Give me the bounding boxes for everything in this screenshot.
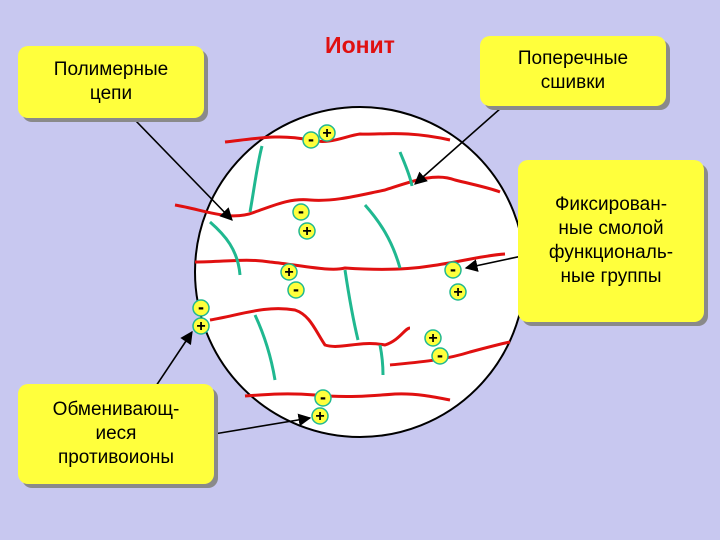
cation-marker: + bbox=[311, 407, 329, 425]
minus-sign: - bbox=[320, 387, 326, 407]
label-polymer-chains: Полимерные цепи bbox=[18, 46, 204, 118]
anion-marker: - bbox=[292, 201, 310, 221]
label-counterions: Обменивающ- иеся противоионы bbox=[18, 384, 214, 484]
cation-marker: + bbox=[280, 263, 298, 281]
crosslinks bbox=[209, 145, 414, 381]
polymer-chain bbox=[209, 307, 411, 348]
arrow-counterion-1 bbox=[151, 330, 193, 393]
anion-marker: - bbox=[444, 259, 462, 279]
cation-marker: + bbox=[192, 317, 210, 335]
crosslink bbox=[209, 220, 242, 276]
anion-marker: - bbox=[287, 279, 305, 299]
plus-sign: + bbox=[428, 330, 437, 347]
cation-marker: + bbox=[424, 329, 442, 347]
diagram-title: Ионит bbox=[325, 32, 395, 58]
label-crosslinks: Поперечные сшивки bbox=[480, 36, 666, 106]
crosslink bbox=[363, 204, 402, 269]
polymer-chains bbox=[174, 132, 511, 402]
crosslink bbox=[248, 145, 264, 213]
minus-sign: - bbox=[450, 259, 456, 279]
plus-sign: + bbox=[284, 264, 293, 281]
crosslink bbox=[253, 314, 277, 381]
minus-sign: - bbox=[308, 129, 314, 149]
cation-marker: + bbox=[449, 283, 467, 301]
label-fixed-groups: Фиксирован- ные смолой функциональ- ные … bbox=[518, 160, 704, 322]
arrows bbox=[134, 99, 523, 435]
anion-marker: - bbox=[314, 387, 332, 407]
plus-sign: + bbox=[196, 318, 205, 335]
minus-sign: - bbox=[298, 201, 304, 221]
arrow-fixed-groups bbox=[464, 255, 523, 272]
arrow-counterion-2 bbox=[213, 413, 312, 435]
resin-bead bbox=[194, 106, 526, 438]
crosslink bbox=[343, 269, 360, 341]
plus-sign: + bbox=[302, 223, 311, 240]
polymer-chain bbox=[244, 392, 451, 402]
crosslink bbox=[378, 344, 385, 376]
arrow-polymer-chains bbox=[134, 119, 233, 221]
anion-marker: - bbox=[302, 129, 320, 149]
anion-marker: - bbox=[431, 345, 449, 365]
plus-sign: + bbox=[315, 408, 324, 425]
anion-marker: - bbox=[192, 297, 210, 317]
plus-sign: + bbox=[453, 284, 462, 301]
polymer-chain bbox=[224, 132, 451, 144]
polymer-chain bbox=[389, 340, 511, 367]
ions: -+-++--+-++--+ bbox=[192, 124, 467, 425]
minus-sign: - bbox=[198, 297, 204, 317]
crosslink bbox=[398, 151, 414, 187]
cation-marker: + bbox=[298, 222, 316, 240]
polymer-chain bbox=[174, 175, 501, 218]
minus-sign: - bbox=[437, 345, 443, 365]
minus-sign: - bbox=[293, 279, 299, 299]
cation-marker: + bbox=[318, 124, 336, 142]
plus-sign: + bbox=[322, 125, 331, 142]
arrow-crosslinks bbox=[414, 99, 511, 185]
